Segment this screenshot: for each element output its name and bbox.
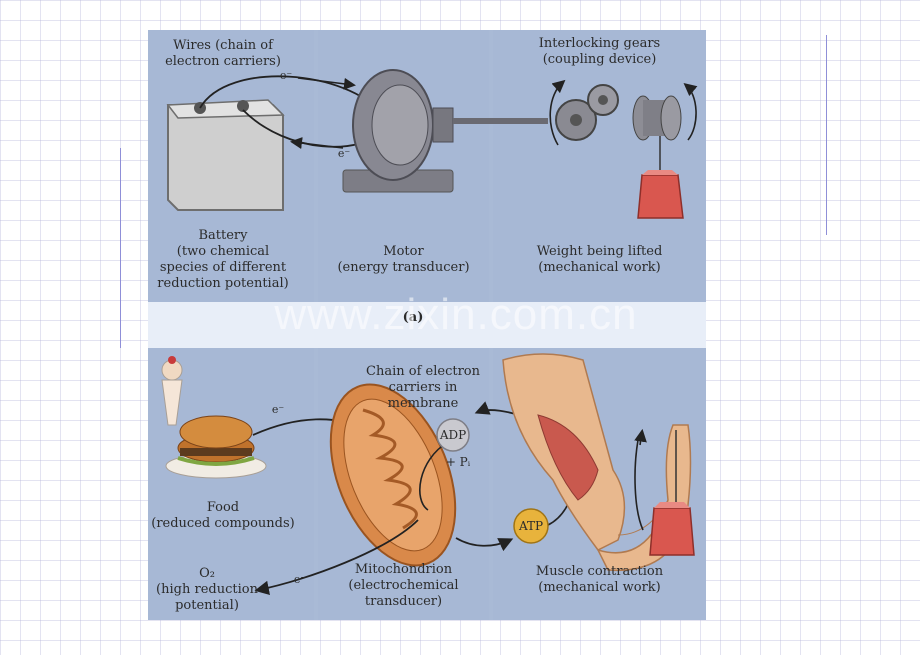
figure-illustrations (161, 69, 698, 595)
electron-label-food: e⁻ (271, 403, 285, 416)
margin-line-left (120, 148, 121, 348)
panel-a-caption-strip (148, 302, 706, 348)
food-label: Food (reduced compounds) (151, 500, 295, 531)
electron-label-o2: e⁻ (293, 573, 307, 586)
weight-illustration (637, 170, 684, 219)
chain-label: Chain of electron carriers in membrane (366, 364, 480, 411)
adp-circle (436, 418, 470, 452)
weight-muscle-illustration (649, 502, 695, 556)
arrow-adp-to-atp (419, 441, 449, 511)
panel-gears (493, 30, 706, 302)
electron-arrow-bottom (290, 137, 344, 150)
electron-arrow-o2 (254, 519, 419, 595)
wires-label: Wires (chain of electron carriers) (165, 38, 281, 69)
adp-label: ADP (439, 428, 467, 442)
mitochondrion-label: Mitochondrion (electrochemical transduce… (348, 562, 459, 609)
electron-label-bottom: e⁻ (337, 147, 351, 160)
mitochondrion-illustration (329, 383, 457, 567)
figure: Wires (chain of electron carriers) e⁻ e⁻… (148, 30, 706, 620)
atp-label: ATP (518, 519, 544, 533)
watermark: www.zixin.com.cn (274, 290, 638, 339)
gears-label: Interlocking gears (coupling device) (538, 36, 661, 67)
muscle-label: Muscle contraction (mechanical work) (535, 564, 664, 595)
arrow-mito-to-atp (455, 537, 514, 552)
electron-label-top: e⁻ (279, 69, 293, 82)
motor-label: Motor (energy transducer) (337, 244, 470, 275)
atp-circle (513, 508, 549, 544)
electron-arrow-top (297, 77, 356, 90)
gears-illustration (549, 79, 698, 170)
battery-label: Battery (two chemical species of differe… (157, 228, 289, 291)
pi-label: + Pᵢ (445, 455, 471, 469)
motor-illustration (342, 69, 548, 193)
margin-line-right (826, 35, 827, 235)
battery-illustration (166, 99, 285, 211)
o2-label: O₂ (high reduction potential) (156, 566, 258, 613)
weight-label: Weight being lifted (mechanical work) (536, 244, 663, 275)
panel-a-tag: (a) (402, 310, 424, 325)
food-illustration (161, 356, 267, 479)
